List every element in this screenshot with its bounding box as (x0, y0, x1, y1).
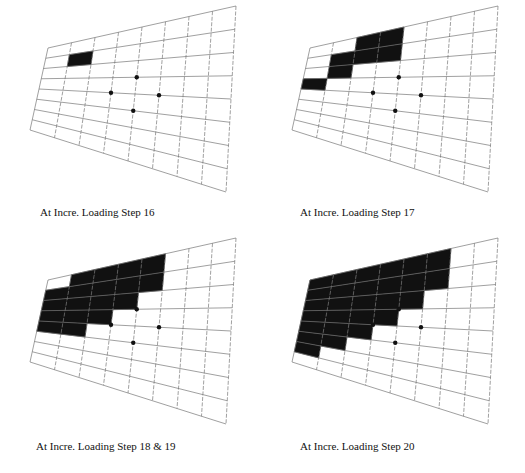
yielded-element (87, 310, 113, 325)
node-marker (109, 323, 113, 327)
mesh-line (292, 362, 488, 424)
node-marker (157, 325, 161, 329)
mesh-line (153, 254, 166, 401)
node-marker (393, 341, 397, 345)
mesh-line (41, 76, 232, 79)
mesh-line (299, 99, 492, 122)
node-marker (135, 75, 139, 79)
yielded-element (325, 310, 351, 324)
mesh-line (292, 130, 488, 192)
panel-caption: At Incre. Loading Step 17 (300, 206, 415, 218)
node-marker (157, 93, 161, 97)
mesh-line (415, 254, 428, 401)
yielded-element (301, 78, 327, 90)
node-marker (397, 75, 401, 79)
yielded-element (113, 293, 139, 310)
yielded-element (39, 310, 65, 322)
mesh-line (439, 249, 451, 409)
yielded-element (377, 44, 403, 63)
node-marker (371, 91, 375, 95)
mesh-line (301, 321, 493, 331)
yielded-element (349, 310, 375, 325)
mesh-line (177, 249, 189, 409)
mesh-line (30, 362, 226, 424)
yielded-element (89, 295, 115, 311)
mesh-line (177, 17, 189, 177)
yielded-element (375, 293, 401, 310)
panel-caption: At Incre. Loading Step 20 (300, 440, 415, 452)
node-marker (419, 325, 423, 329)
mesh-line (153, 22, 166, 169)
mesh-line (226, 238, 236, 424)
mesh-panel (30, 6, 236, 192)
mesh-line (464, 243, 475, 416)
mesh-line (303, 76, 494, 79)
mesh-line (226, 6, 236, 192)
mesh-line (37, 99, 230, 122)
yielded-element (301, 310, 327, 322)
mesh-line (415, 22, 428, 169)
node-marker (109, 91, 113, 95)
yielded-element (373, 309, 399, 326)
mesh-line (39, 89, 231, 99)
mesh-line (202, 11, 213, 184)
mesh-line (37, 331, 230, 354)
mesh-line (41, 308, 232, 311)
mesh-line (30, 130, 226, 192)
mesh-line (299, 331, 492, 354)
yielded-element (351, 295, 377, 311)
node-marker (135, 307, 139, 311)
node-marker (419, 93, 423, 97)
mesh-panel (30, 238, 236, 424)
yielded-element (37, 321, 63, 334)
panel-caption: At Incre. Loading Step 16 (40, 206, 155, 218)
node-marker (371, 323, 375, 327)
panel-caption: At Incre. Loading Step 18 & 19 (36, 440, 176, 452)
yielded-element (399, 291, 425, 310)
yielded-element (115, 276, 141, 295)
node-marker (131, 341, 135, 345)
mesh-line (464, 11, 475, 184)
node-marker (397, 307, 401, 311)
mesh-line (488, 6, 498, 192)
mesh-line (202, 243, 213, 416)
mesh-line (301, 89, 493, 99)
mesh-line (303, 308, 494, 311)
yielded-element (377, 276, 403, 295)
node-marker (131, 109, 135, 113)
node-marker (393, 109, 397, 113)
mesh-panel (292, 6, 498, 192)
yielded-element (63, 310, 89, 324)
mesh-line (439, 17, 451, 177)
mesh-line (488, 238, 498, 424)
mesh-panel (292, 238, 498, 424)
mesh-line (39, 321, 231, 331)
